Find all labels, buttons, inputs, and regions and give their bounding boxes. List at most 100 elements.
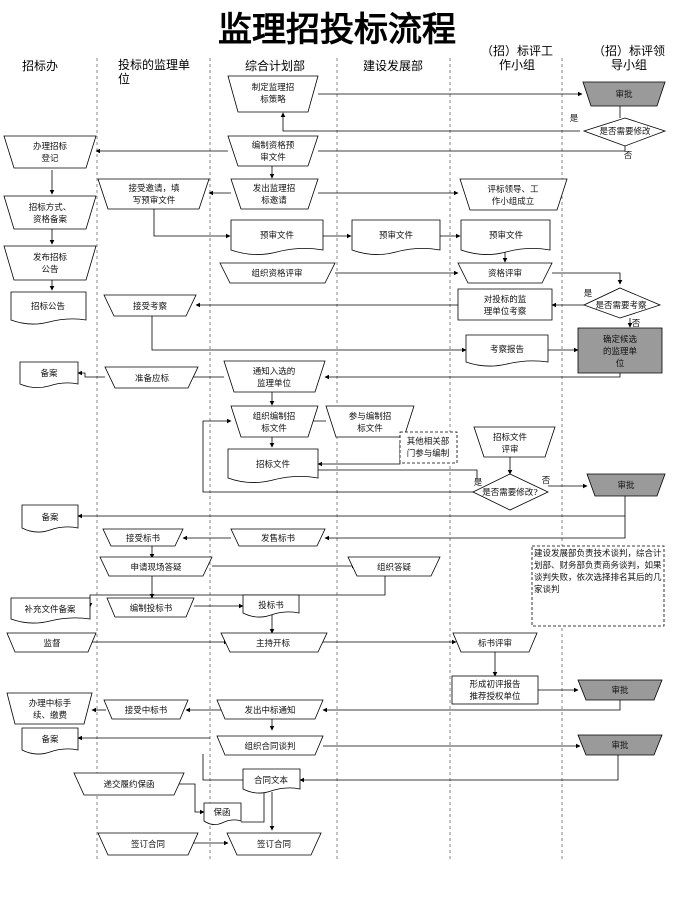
node-fabu-label-2: 公告	[41, 264, 58, 275]
node-jieshouzb-label: 接受中标书	[125, 705, 168, 716]
node-zbwjps-label-2: 评审	[501, 444, 518, 455]
doc-zbwj-label: 招标文件	[256, 459, 291, 470]
node-qianding-2-label: 签订合同	[257, 839, 291, 850]
doc-htwb-label: 合同文本	[254, 775, 289, 786]
doc-beian-2: 备案	[21, 504, 79, 533]
doc-yushen-3-label: 预审文件	[489, 230, 524, 241]
node-qianding-1: 签订合同	[97, 832, 199, 856]
node-tongzhi-label-1: 通知入选的	[253, 366, 296, 377]
node-bianzhi: 编制资格预 审文件	[227, 135, 319, 167]
lane-header-toubiao-wrap: 投标的监理单位	[118, 58, 190, 86]
doc-yushen-1: 预审文件	[230, 219, 324, 255]
node-fangshi: 招标方式、 资格备案	[3, 195, 97, 230]
node-zuzhibz: 组织编制招 标文件	[230, 405, 319, 438]
doc-baohan: 保函	[203, 802, 242, 825]
node-fachuzb-label: 发出中标通知	[244, 705, 295, 716]
node-jieshou-label-1: 接受邀请，填	[128, 183, 180, 194]
node-shenpi-3-label: 审批	[611, 685, 629, 696]
lane-header-zhaobiaoban: 招标办	[22, 58, 58, 73]
node-pingshen: 标书评审	[452, 632, 538, 653]
node-jiandu-label: 监督	[43, 638, 61, 649]
node-kaocha: 对投标的监 理单位考察	[457, 288, 553, 321]
node-zuzhi-label: 组织资格评审	[251, 268, 302, 279]
node-shenpi-2: 审批	[586, 473, 666, 497]
node-banli-label-2: 登记	[41, 153, 59, 164]
node-jieshou2-label: 接受考察	[133, 301, 168, 312]
node-pingbiao-label-1: 评标领导、工	[487, 184, 539, 195]
doc-beian-1: 备案	[19, 361, 79, 388]
node-queding-label-1: 确定候选	[603, 334, 638, 345]
node-jiandu: 监督	[6, 632, 97, 653]
node-zhiding-label-1: 制定监理招	[252, 82, 295, 93]
note-qita: 其他相关部 门参与编制	[399, 431, 458, 464]
doc-kaochabg-label: 考察报告	[490, 344, 524, 355]
connectors	[49, 91, 633, 846]
doc-buchong-label: 补充文件备案	[24, 604, 76, 615]
doc-gonggao: 招标公告	[10, 291, 87, 325]
decision-xiugai-1: 是否需要修改 是 否	[570, 114, 667, 161]
node-fashou: 发售标书	[230, 528, 326, 547]
doc-beian-1-label: 备案	[40, 368, 58, 379]
node-qianding-1-label: 签订合同	[131, 839, 165, 850]
node-dayi-label: 组织答疑	[377, 562, 412, 573]
node-fangshi-label-1: 招标方式、	[29, 202, 72, 213]
decision-kaocha-label: 是否需要考察	[595, 300, 647, 311]
doc-beian-2-label: 备案	[41, 512, 59, 523]
node-bianzhibs-label: 编制投标书	[130, 603, 173, 614]
node-pingbiao: 评标领导、工 作小组成立	[459, 178, 568, 211]
node-fangshi-label-2: 资格备案	[33, 214, 68, 225]
node-shenpi-4-label: 审批	[611, 740, 629, 751]
decision-xiugai-1-label: 是否需要修改	[599, 126, 651, 137]
node-jieshoubs: 接受标书	[102, 528, 184, 547]
doc-zbwj: 招标文件	[227, 448, 319, 483]
node-hetong: 组织合同谈判	[216, 735, 324, 756]
node-banlizb-label-1: 办理中标手	[29, 698, 72, 709]
doc-yushen-3: 预审文件	[460, 219, 551, 255]
node-shenpi-2-label: 审批	[617, 480, 635, 491]
node-canyu-label-1: 参与编制招	[349, 411, 392, 422]
node-bianzhibs: 编制投标书	[106, 597, 195, 618]
node-zbwjps-label-1: 招标文件	[493, 432, 528, 443]
decision-xiugai-1-no: 否	[624, 151, 633, 161]
node-fashou-label: 发售标书	[261, 533, 296, 544]
node-pingshen-label: 标书评审	[478, 638, 512, 649]
decision-kaocha-yes: 是	[584, 289, 593, 299]
decision-xiugai-3-no: 否	[542, 476, 551, 486]
node-shenpi-4: 审批	[577, 734, 663, 756]
node-jieshouzb: 接受中标书	[103, 699, 189, 720]
node-kaocha-label-2: 理单位考察	[484, 306, 527, 317]
node-banli: 办理招标 登记	[3, 135, 97, 169]
node-zhunbei: 准备应标	[104, 366, 199, 389]
node-tongzhi: 通知入选的 监理单位	[223, 360, 326, 393]
node-jieshoubs-label: 接受标书	[126, 533, 161, 544]
note-qita-label-1: 其他相关部	[407, 436, 450, 447]
node-zhiding: 制定监理招 标策略	[227, 75, 319, 113]
node-canyu-label-2: 标文件	[357, 423, 383, 434]
node-zige-label: 资格评审	[488, 268, 522, 279]
doc-baohan-label: 保函	[213, 807, 230, 818]
decision-xiugai-3-yes: 是	[474, 478, 483, 488]
lane-header-jianshe: 建设发展部	[363, 58, 423, 73]
node-queding-label-3: 位	[616, 358, 625, 369]
node-dayi: 组织答疑	[347, 556, 441, 577]
note-qita-label-2: 门参与编制	[407, 448, 450, 459]
node-banlizb: 办理中标手 续、缴费	[6, 692, 93, 725]
note-tanpan-wrap: 建设发展部负责技术谈判，综合计划部、财务部负责商务谈判，如果谈判失败，依次选择排…	[534, 549, 662, 595]
note-tanpan: 建设发展部负责技术谈判，综合计划部、财务部负责商务谈判，如果谈判失败，依次选择排…	[531, 545, 665, 627]
node-zuzhibz-label-2: 标文件	[261, 423, 287, 434]
node-zhuchi-label: 主持开标	[256, 638, 291, 649]
decision-xiugai-1-yes: 是	[570, 114, 579, 124]
node-qianding-2: 签订合同	[226, 832, 322, 856]
node-shenpi-3: 审批	[577, 679, 663, 701]
lane-header-lingdao-wrap: （招）标评领导小组	[592, 44, 665, 72]
lane-header-lingdao: （招）标评领导小组	[592, 44, 665, 72]
node-shenpi-1: 审批	[582, 81, 666, 107]
node-zuzhibz-label-1: 组织编制招	[253, 411, 296, 422]
doc-htwb: 合同文本	[242, 768, 301, 794]
doc-yushen-1-label: 预审文件	[260, 230, 295, 241]
lane-header-gongzuo: （招）标评工作小组	[480, 44, 553, 72]
decision-xiugai-3: 是否需要修改? 是 否	[472, 473, 551, 511]
node-bianzhi-label-1: 编制资格预	[252, 140, 295, 151]
node-jieshou-label-2: 写预审文件	[133, 195, 176, 206]
